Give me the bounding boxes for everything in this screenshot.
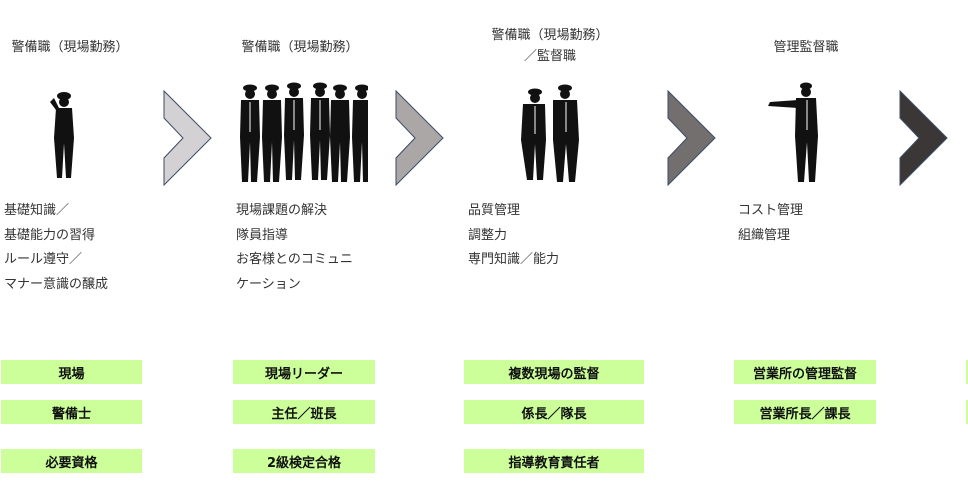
stage-1-title: 警備職（現場勤務） <box>11 40 129 55</box>
qualification-cell: 指導教育責任者 <box>464 449 644 473</box>
position-cell: 主任／班長 <box>233 400 375 424</box>
desc-line: 専門知識／能力 <box>468 252 560 267</box>
desc-line: 現場課題の解決 <box>236 203 328 218</box>
desc-line: 品質管理 <box>468 203 521 218</box>
stage-4-title: 管理監督職 <box>773 40 839 55</box>
box-edge <box>966 360 968 384</box>
desc-line: ケーション <box>236 276 301 292</box>
chevron-arrow-icon-1 <box>163 90 212 186</box>
qualification-cell: 2級検定合格 <box>233 449 375 473</box>
chevron-arrow-icon-3 <box>667 90 716 186</box>
chevron-arrow-icon-2 <box>395 90 444 186</box>
workplace-label: 現場 <box>1 360 142 384</box>
stage-4-description: コスト管理 組織管理 <box>738 199 803 248</box>
stage-3-title: 警備職（現場勤務） ／監督職 <box>480 25 620 67</box>
stage-2-title: 警備職（現場勤務） <box>241 40 359 55</box>
chevron-arrow-icon-4 <box>899 90 948 186</box>
guard-pointing-icon <box>768 82 818 182</box>
two-guards-talking-icon <box>521 84 579 182</box>
desc-line: 組織管理 <box>738 227 791 243</box>
group-of-guards-icon <box>240 82 368 182</box>
desc-line: 隊員指導 <box>236 227 289 243</box>
workplace-cell: 営業所の管理監督 <box>734 360 876 384</box>
desc-line: 調整力 <box>468 227 508 243</box>
workplace-cell: 現場リーダー <box>233 360 375 384</box>
stage-3-description: 品質管理 調整力 専門知識／能力 <box>468 199 559 273</box>
stage-1-description: 基礎知識／ 基礎能力の習得 ルール遵守／ マナー意識の醸成 <box>4 199 108 297</box>
desc-line: 基礎知識／ <box>4 203 70 218</box>
desc-line: 基礎能力の習得 <box>4 227 96 243</box>
single-guard-saluting-icon <box>50 92 74 178</box>
position-cell: 営業所長／課長 <box>734 400 876 424</box>
stage-3-title-line2: ／監督職 <box>523 49 576 64</box>
position-label: 警備士 <box>1 400 142 424</box>
box-edge <box>966 400 968 424</box>
stage-2-description: 現場課題の解決 隊員指導 お客様とのコミュニ ケーション <box>236 199 353 297</box>
desc-line: お客様とのコミュニ <box>236 252 353 267</box>
position-cell: 係長／隊長 <box>464 400 644 424</box>
desc-line: マナー意識の醸成 <box>4 276 109 292</box>
stage-3-title-line1: 警備職（現場勤務） <box>491 28 609 43</box>
desc-line: ルール遵守／ <box>4 252 83 267</box>
workplace-cell: 複数現場の監督 <box>464 360 644 384</box>
qualification-label: 必要資格 <box>1 449 142 473</box>
desc-line: コスト管理 <box>738 203 804 218</box>
